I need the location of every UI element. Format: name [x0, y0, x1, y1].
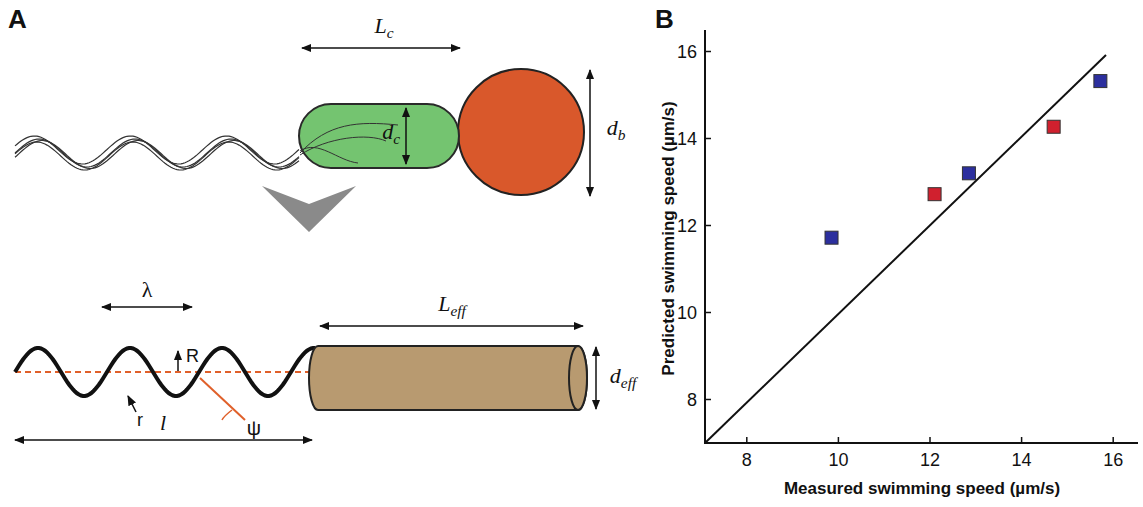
- tick-label: 10: [828, 451, 848, 469]
- tick-label: 14: [1012, 451, 1032, 469]
- tick-label: 16: [1103, 451, 1123, 469]
- dimension-label: l: [160, 412, 166, 434]
- tick-label: 8: [742, 451, 752, 469]
- tick-label: 14: [677, 130, 697, 148]
- tick-label: 10: [677, 304, 697, 322]
- axis-title: Measured swimming speed (µm/s): [784, 480, 1060, 497]
- dimension-arrow: [15, 439, 312, 441]
- dimension-label: r: [137, 411, 143, 429]
- dimension-label: Lc: [374, 15, 393, 40]
- panel-letter: B: [655, 6, 674, 32]
- x-tick: [1021, 437, 1023, 443]
- y-tick: [705, 399, 711, 401]
- data-point: [825, 231, 838, 244]
- helix: [15, 348, 315, 396]
- dimension-arrow: [102, 306, 192, 308]
- identity-line: [705, 55, 1106, 443]
- flagellum: [300, 147, 358, 163]
- dimension-arrow: [595, 347, 597, 409]
- data-point: [962, 167, 975, 180]
- x-tick: [929, 437, 931, 443]
- y-tick: [705, 312, 711, 314]
- x-axis: [704, 442, 1138, 444]
- ticks: [705, 52, 1113, 444]
- dimension-label: db: [607, 117, 626, 142]
- dimension-arrow: [177, 351, 179, 371]
- angle-arc: [222, 410, 232, 420]
- dimension-label: deff: [610, 365, 636, 390]
- x-tick: [1112, 437, 1114, 443]
- data-points: [825, 75, 1107, 245]
- tick-label: 12: [677, 217, 697, 235]
- data-point: [1047, 120, 1060, 133]
- y-tick: [705, 138, 711, 140]
- dimension-arrow: [405, 108, 407, 164]
- tick-label: 12: [920, 451, 940, 469]
- dimension-arrow: [589, 70, 591, 196]
- panel-letter: A: [8, 6, 27, 32]
- cell-details: [298, 103, 460, 169]
- flagella: [15, 136, 299, 170]
- cylinder: [309, 346, 587, 410]
- tick-label: 8: [687, 391, 697, 409]
- x-tick: [746, 437, 748, 443]
- y-axis: [704, 30, 706, 444]
- dimension-label: ψ: [247, 418, 261, 438]
- y-tick: [705, 51, 711, 53]
- data-point: [1094, 75, 1107, 88]
- tangent-line: [200, 378, 245, 420]
- dimension-label: R: [186, 347, 199, 365]
- dimension-label: λ: [142, 279, 153, 301]
- helix-line: [15, 348, 315, 396]
- dimension-arrow: [302, 47, 460, 49]
- transform-arrow: [262, 186, 356, 232]
- data-point: [928, 188, 941, 201]
- dimension-label: Leff: [438, 293, 466, 318]
- cell-body: dc: [298, 103, 460, 169]
- leader-line: [128, 396, 136, 412]
- scatter-chart: [704, 30, 1138, 444]
- y-tick: [705, 225, 711, 227]
- dimension-label: dc: [382, 121, 400, 146]
- flagellum: [15, 141, 299, 169]
- x-tick: [838, 437, 840, 443]
- dimension-arrow: [320, 325, 583, 327]
- cylinder-end: [569, 346, 587, 410]
- flagellum: [300, 137, 386, 155]
- tick-label: 16: [677, 43, 697, 61]
- axis-title: Predicted swimming speed (µm/s): [660, 101, 677, 375]
- bead: [458, 69, 584, 195]
